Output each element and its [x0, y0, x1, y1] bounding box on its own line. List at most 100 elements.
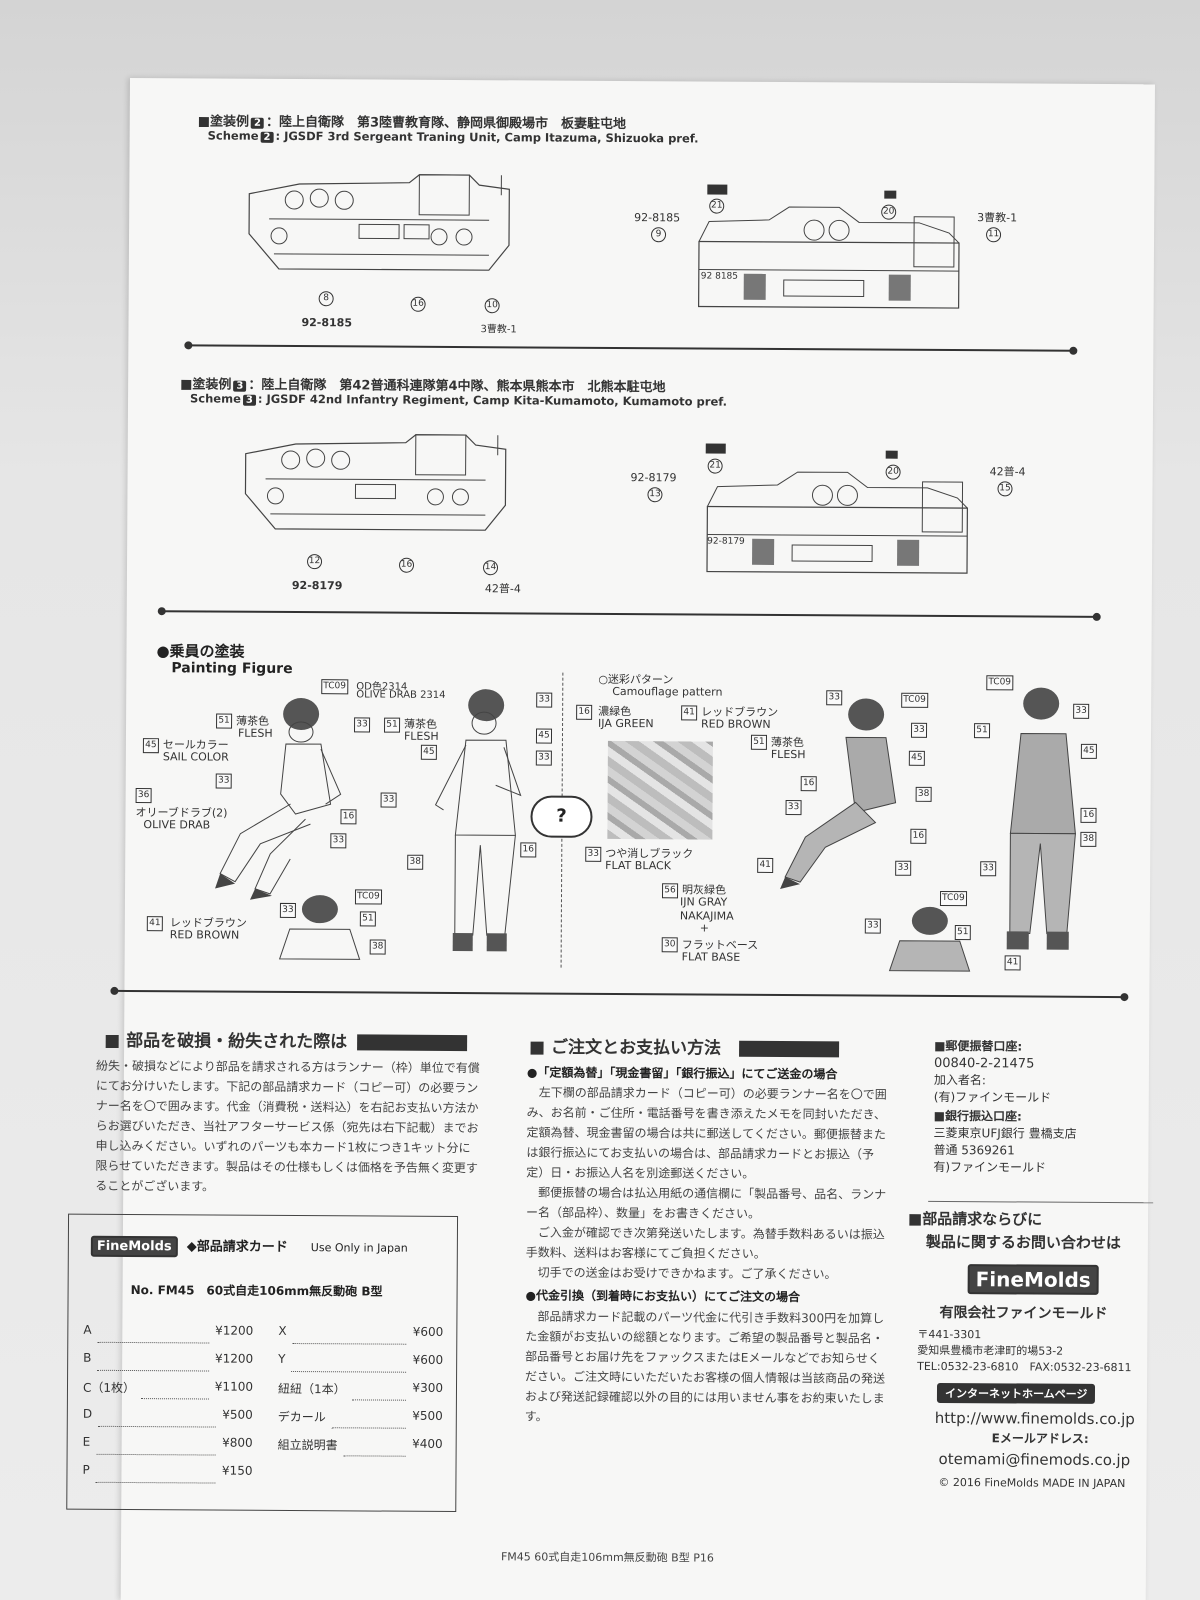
paint-16: 16 [910, 828, 927, 844]
card-header: FineMolds ◆部品請求カード Use Only in Japan [90, 1235, 408, 1259]
scheme2-rear-reg: 92-8185 [634, 211, 681, 225]
paint-51: 51 [384, 717, 401, 733]
paint-33: 33 [380, 792, 397, 808]
card-row[interactable]: P¥150 [82, 1463, 253, 1492]
card-left-list: A¥1200 B¥1200 C（1枚）¥1100 D¥500 E¥800 P¥1… [82, 1323, 253, 1492]
callout-9: 9 [651, 227, 667, 243]
scheme2-rear-unit: 3曹教-1 [977, 211, 1018, 225]
scheme2-side-view [248, 174, 510, 271]
order-p2: 郵便振替の場合は払込用紙の通信欄に「製品番号、品名、ランナー名（部品枠）、数量」… [526, 1185, 887, 1221]
standing-figure-camo [1006, 687, 1076, 950]
order-body: ●「定額為替」「現金書留」「銀行振込」にてご送金の場合 左下欄の部品請求カード（… [525, 1062, 887, 1428]
scheme3-side-view [244, 434, 507, 531]
paint-51: 51 [750, 734, 767, 750]
scheme2-plate: 92 8185 [700, 271, 739, 282]
paint-tc09: TC09 [986, 675, 1014, 691]
flatblack-en: FLAT BLACK [605, 858, 671, 873]
paint-33: 33 [980, 861, 997, 877]
paint-41: 41 [757, 857, 774, 873]
od-en: OLIVE DRAB 2314 [356, 689, 446, 701]
paint-36: 36 [135, 788, 152, 804]
finemolds-logo: FineMolds [967, 1264, 1099, 1295]
scheme3-reg-number: 92-8179 [291, 578, 343, 593]
scheme3-rear-unit: 42普-4 [989, 465, 1026, 479]
paint-33: 33 [354, 717, 371, 733]
card-row[interactable]: B¥1200 [83, 1351, 253, 1380]
standing-figure-2 [434, 689, 522, 952]
callout-21: 21 [709, 198, 725, 214]
green-en: IJA GREEN [598, 716, 654, 731]
paint-33: 33 [535, 750, 552, 766]
camouflage-swatch [607, 740, 713, 840]
card-row[interactable]: E¥800 [83, 1435, 253, 1464]
website-link[interactable]: http://www.finemolds.co.jp [934, 1408, 1135, 1429]
paint-33: 33 [895, 860, 912, 876]
paint-33: 33 [785, 800, 802, 816]
seated-figure-camo [780, 698, 897, 889]
paint-38: 38 [915, 786, 932, 802]
paint-33: 33 [330, 833, 347, 849]
postal-number: 00840-2-21475 [933, 1055, 1035, 1072]
paint-30: 30 [661, 937, 678, 953]
bank-name: 三菱東京UFJ銀行 豊橋支店 [933, 1125, 1077, 1141]
card-row[interactable]: X¥600 [278, 1324, 443, 1353]
callout-8: 8 [318, 291, 334, 307]
paint-56: 56 [661, 883, 679, 899]
flesh-en: FLESH [403, 729, 439, 743]
flesh-en: FLESH [770, 747, 806, 762]
bank-account-name: 有)ファインモールド [933, 1159, 1047, 1175]
paint-38: 38 [369, 939, 386, 955]
postal-name-label: 加入者名: [933, 1072, 986, 1088]
card-row[interactable]: C（1枚）¥1100 [83, 1379, 253, 1408]
paint-45: 45 [535, 728, 553, 744]
order-p1: 左下欄の部品請求カード（コピー可）の必要ランナー名を〇で囲み、お名前・ご住所・電… [526, 1085, 887, 1181]
camo-en: Camouflage pattern [612, 684, 723, 699]
section-divider [188, 344, 1074, 352]
seated-figure-1 [215, 698, 342, 900]
paint-51: 51 [973, 723, 991, 739]
figures-heading: ●乗員の塗装 [156, 642, 245, 661]
card-title: ◆部品請求カード [186, 1239, 288, 1255]
contact-block: ■部品請求ならびに 製品に関するお問い合わせは FineMolds 有限会社ファ… [906, 1208, 1148, 1490]
section-divider [114, 989, 1125, 999]
contact-divider [928, 1200, 1154, 1204]
paint-33: 33 [536, 692, 553, 708]
bust-figure-1 [278, 895, 361, 960]
paint-tc09: TC09 [939, 890, 967, 907]
paint-tc09: TC09 [321, 679, 349, 695]
callout-16b: 16 [398, 557, 415, 573]
contact-heading2: 製品に関するお問い合わせは [925, 1232, 1121, 1253]
card-row[interactable]: 組立説明書¥400 [278, 1436, 443, 1465]
card-row[interactable]: D¥500 [83, 1407, 253, 1436]
paint-33: 33 [279, 902, 296, 919]
paint-33: 33 [1073, 703, 1090, 719]
paint-38: 38 [1080, 831, 1097, 847]
olive-en: OLIVE DRAB [143, 818, 211, 832]
section-divider [161, 610, 1097, 618]
order-heading: ■ ご注文とお支払い方法 [529, 1032, 840, 1059]
card-row[interactable]: A¥1200 [83, 1323, 253, 1352]
callout-21b: 21 [707, 458, 723, 474]
payment-info: ■郵便振替口座: 00840-2-21475 加入者名: (有)ファインモールド… [933, 1038, 1124, 1177]
paint-41: 41 [146, 916, 163, 932]
paint-tc09: TC09 [354, 889, 382, 905]
paint-45: 45 [420, 744, 437, 760]
callout-10: 10 [484, 298, 500, 314]
callout-16: 16 [410, 296, 426, 312]
card-row[interactable]: デカール¥500 [278, 1408, 443, 1437]
email-link[interactable]: otemami@finemods.co.jp [938, 1449, 1131, 1470]
paint-51: 51 [954, 925, 971, 941]
gray-en: IJN GRAY [679, 895, 728, 909]
callout-20b: 20 [885, 464, 901, 480]
parts-request-card: FineMolds ◆部品請求カード Use Only in Japan No.… [66, 1213, 459, 1513]
card-row[interactable]: Y¥600 [278, 1352, 443, 1381]
order-p4: 切手での送金はお受けできかねます。ご了承ください。 [537, 1265, 837, 1282]
red-en: RED BROWN [169, 928, 240, 942]
scheme2-rear-view [698, 206, 960, 309]
card-row[interactable]: 紐紐（1本）¥300 [278, 1380, 443, 1409]
paint-tc09: TC09 [901, 692, 928, 708]
flesh-en: FLESH [237, 726, 273, 740]
